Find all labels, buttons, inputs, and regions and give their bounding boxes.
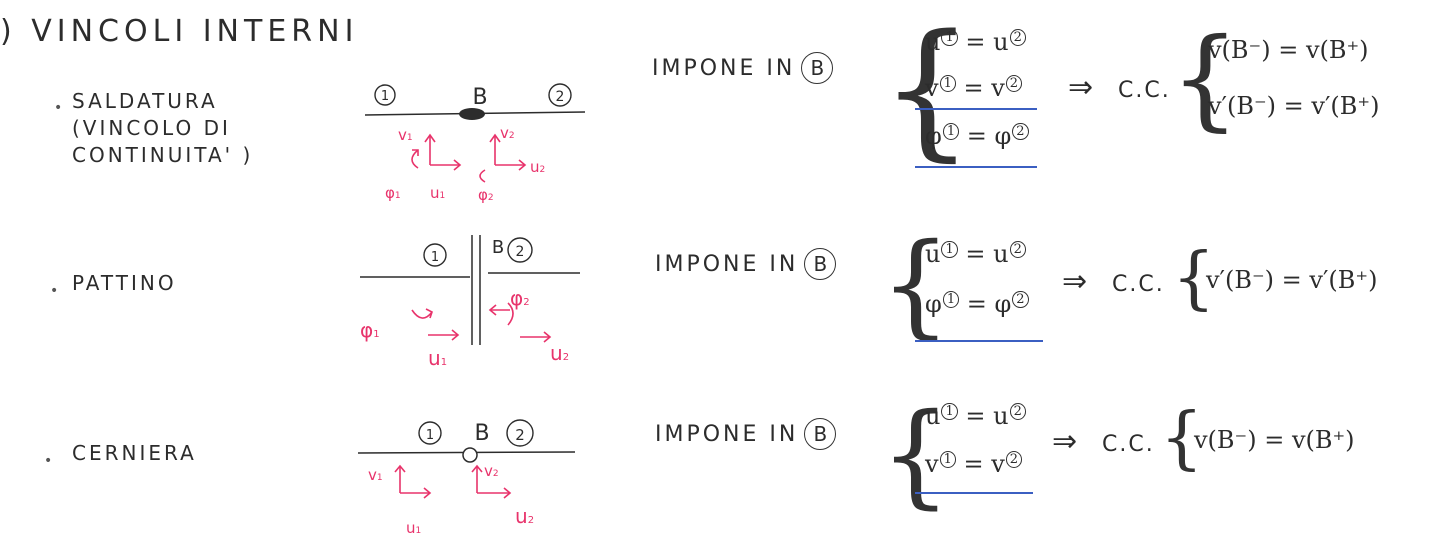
point-b-circled: B [804, 248, 837, 280]
point-b-label: B [472, 85, 487, 110]
implies-arrow: ⇒ [1052, 424, 1078, 459]
blue-underline [915, 492, 1033, 494]
red-arrows [411, 133, 527, 183]
beam2-circle [507, 237, 533, 263]
brace-cc-row3: { [1160, 399, 1204, 478]
beam1-circle [374, 84, 396, 106]
label-line: SALDATURA [72, 89, 218, 113]
brace-row2: { [880, 220, 952, 350]
impone-text: IMPONE IN [655, 252, 799, 277]
beam1-number: 1 [426, 428, 434, 443]
hinge-circle [462, 447, 478, 463]
beam1-number: 1 [431, 250, 439, 265]
bullet-dot: • [54, 100, 63, 116]
phi1-label: φ1 [385, 184, 401, 202]
diagram-pattino: 1 B 2 φ1 φ2 u1 u2 [360, 235, 580, 370]
beam1-circle [423, 243, 447, 267]
diagram-cerniera: 1 B 2 v1 v2 u1 u2 [357, 419, 576, 537]
label-line: PATTINO [72, 271, 177, 295]
red-arrows [394, 464, 512, 499]
beam2-circle [548, 83, 572, 107]
beam2-circle [506, 419, 534, 447]
label-line: CERNIERA [72, 441, 197, 465]
phi1-label: φ1 [360, 318, 380, 342]
condition: v′(B⁻) = v′(B⁺) [1206, 266, 1378, 294]
label-cerniera: CERNIERA [72, 440, 197, 467]
implies-arrow: ⇒ [1068, 70, 1094, 105]
u1-label: u1 [430, 184, 445, 202]
blue-underline [915, 108, 1037, 110]
diagram-saldatura: 1 B 2 v1 v2 φ1 u1 u2 φ2 [364, 83, 586, 204]
beam2-number: 2 [515, 426, 525, 444]
point-b-label: B [474, 421, 489, 446]
v2-label: v2 [484, 462, 499, 480]
label-pattino: PATTINO [72, 270, 177, 297]
phi2-label: φ2 [478, 186, 494, 204]
point-b-circled: B [801, 52, 834, 84]
brace-cc-row1: { [1170, 14, 1240, 142]
beam2-number: 2 [556, 89, 565, 105]
red-arrows [411, 302, 552, 343]
cc-label: C.C. [1118, 78, 1171, 103]
blue-underline [915, 166, 1037, 168]
v1-label: v1 [368, 466, 383, 484]
beam2-number: 2 [516, 244, 525, 260]
implies-arrow: ⇒ [1062, 264, 1088, 299]
impone-text: IMPONE IN [655, 422, 799, 447]
impone-text: IMPONE IN [652, 56, 796, 81]
u1-label: u1 [428, 346, 447, 370]
beam1-number: 1 [381, 89, 389, 104]
u2-label: u2 [530, 158, 545, 176]
condition: v′(B⁻) = v′(B⁺) [1208, 92, 1380, 120]
section-heading: ) VINCOLI INTERNI [0, 14, 359, 49]
weld-joint [459, 108, 485, 120]
cc-label: C.C. [1112, 272, 1165, 297]
bullet-dot: • [44, 453, 53, 469]
label-line: (VINCOLO DI [72, 116, 231, 140]
cc-label: C.C. [1102, 432, 1155, 457]
label-saldatura: SALDATURA (VINCOLO DI CONTINUITA' ) [72, 88, 253, 169]
phi2-label: φ2 [510, 286, 530, 310]
bullet-dot: • [50, 283, 59, 299]
point-b-label: B [492, 237, 504, 258]
condition: v(B⁻) = v(B⁺) [1208, 36, 1369, 64]
beam1-circle [418, 421, 442, 445]
brace-cc-row2: { [1172, 239, 1216, 318]
v1-label: v1 [398, 126, 413, 144]
u1-label: u1 [406, 519, 421, 537]
point-b-circled: B [804, 418, 837, 450]
v2-label: v2 [500, 124, 515, 142]
blue-underline [915, 340, 1043, 342]
brace-row1: { [880, 3, 975, 175]
u2-label: u2 [550, 341, 569, 365]
label-line: CONTINUITA' ) [72, 143, 254, 167]
u2-label: u2 [515, 504, 534, 528]
condition: v(B⁻) = v(B⁺) [1194, 426, 1355, 454]
